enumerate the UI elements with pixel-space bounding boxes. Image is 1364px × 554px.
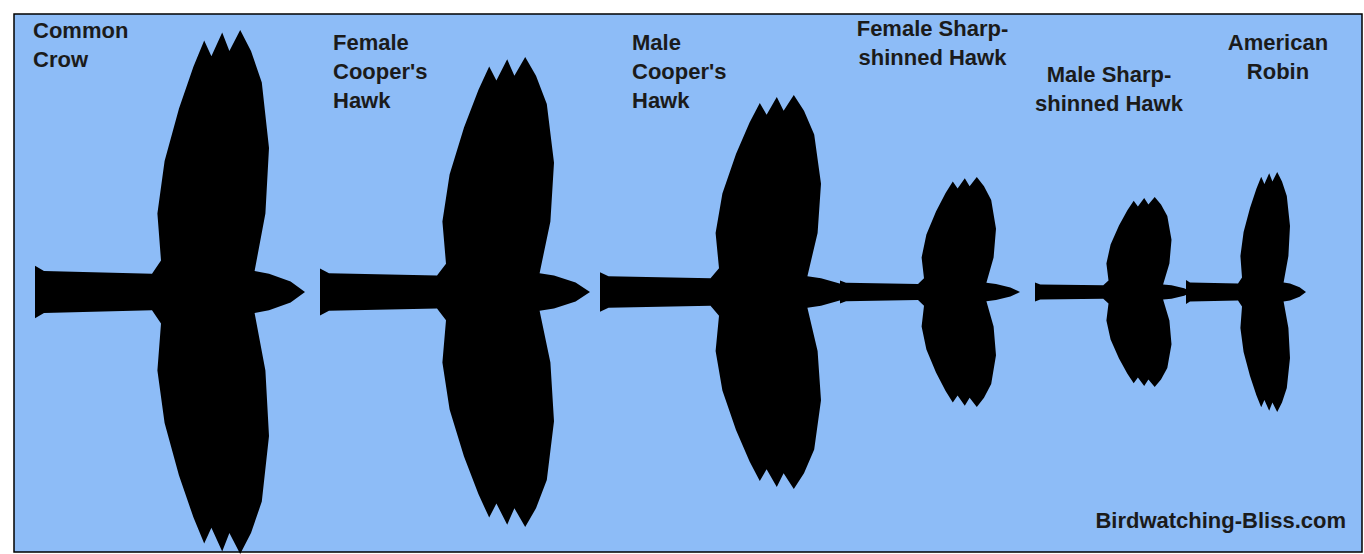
species-label: Female Cooper's Hawk <box>333 28 448 115</box>
cooper-male-silhouette <box>600 95 855 489</box>
species-label: Common Crow <box>33 16 143 74</box>
cooper-female-silhouette <box>320 57 590 527</box>
species-label: Male Cooper's Hawk <box>632 28 747 115</box>
species-label: Female Sharp-shinned Hawk <box>830 14 1035 72</box>
robin-silhouette <box>1186 172 1306 412</box>
species-label: American Robin <box>1212 28 1344 86</box>
watermark: Birdwatching-Bliss.com <box>1040 506 1346 535</box>
crow-silhouette <box>35 30 305 554</box>
sharpshin-female-silhouette <box>840 177 1020 407</box>
species-label: Male Sharp-shinned Hawk <box>1018 60 1200 118</box>
sharpshin-male-silhouette <box>1035 197 1193 387</box>
